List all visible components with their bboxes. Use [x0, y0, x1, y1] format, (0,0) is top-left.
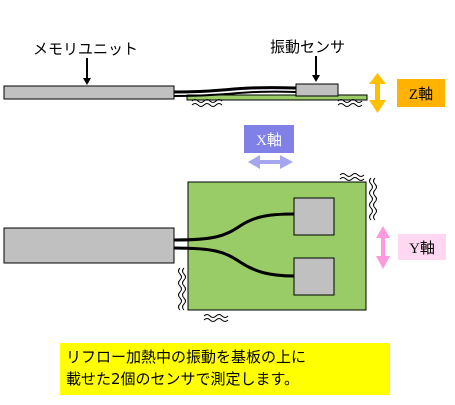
sensor-top-lower: [293, 257, 335, 296]
x-axis-label: X軸: [244, 125, 294, 153]
vibration-mark-side-right: [337, 99, 363, 107]
caption-box: リフロー加熱中の振動を基板の上に 載せた2個のセンサで測定します。: [60, 343, 390, 395]
cable-top-lower: [173, 246, 295, 278]
cable-side-2: [173, 90, 297, 97]
sensor-pointer-head: [312, 75, 320, 82]
vibration-mark-left: [178, 267, 186, 311]
x-arrow-left: [248, 155, 260, 169]
z-arrow-shaft: [375, 82, 380, 102]
z-axis-label: Z軸: [397, 79, 445, 107]
sensor-side: [295, 83, 339, 97]
vibration-mark-right: [369, 177, 377, 221]
memory-unit-top: [3, 227, 175, 264]
y-axis-label: Y軸: [398, 234, 446, 260]
memory-unit-label: メモリユニット: [33, 40, 139, 58]
vibration-mark-bottom: [203, 314, 229, 322]
caption-line-2: 載せた2個のセンサで測定します。: [66, 370, 300, 388]
z-arrow-up: [369, 73, 386, 84]
y-arrow-shaft: [381, 236, 385, 258]
z-arrow-down: [369, 100, 386, 113]
memory-unit-side: [3, 85, 175, 100]
memory-unit-pointer-head: [83, 78, 91, 85]
vibration-sensor-label: 振動センサ: [270, 38, 346, 56]
board-side: [186, 94, 368, 101]
y-arrow-up: [376, 226, 390, 238]
board-top: [187, 181, 367, 311]
caption-line-1: リフロー加熱中の振動を基板の上に: [66, 348, 307, 366]
cable-side: [173, 86, 297, 94]
y-arrow-down: [376, 256, 390, 269]
x-arrow-shaft: [258, 160, 282, 164]
cable-top-upper: [173, 212, 295, 242]
x-arrow-right: [280, 155, 293, 169]
vibration-mark-side-left: [191, 99, 223, 107]
sensor-top-upper: [293, 197, 335, 236]
vibration-mark-top: [339, 173, 365, 181]
